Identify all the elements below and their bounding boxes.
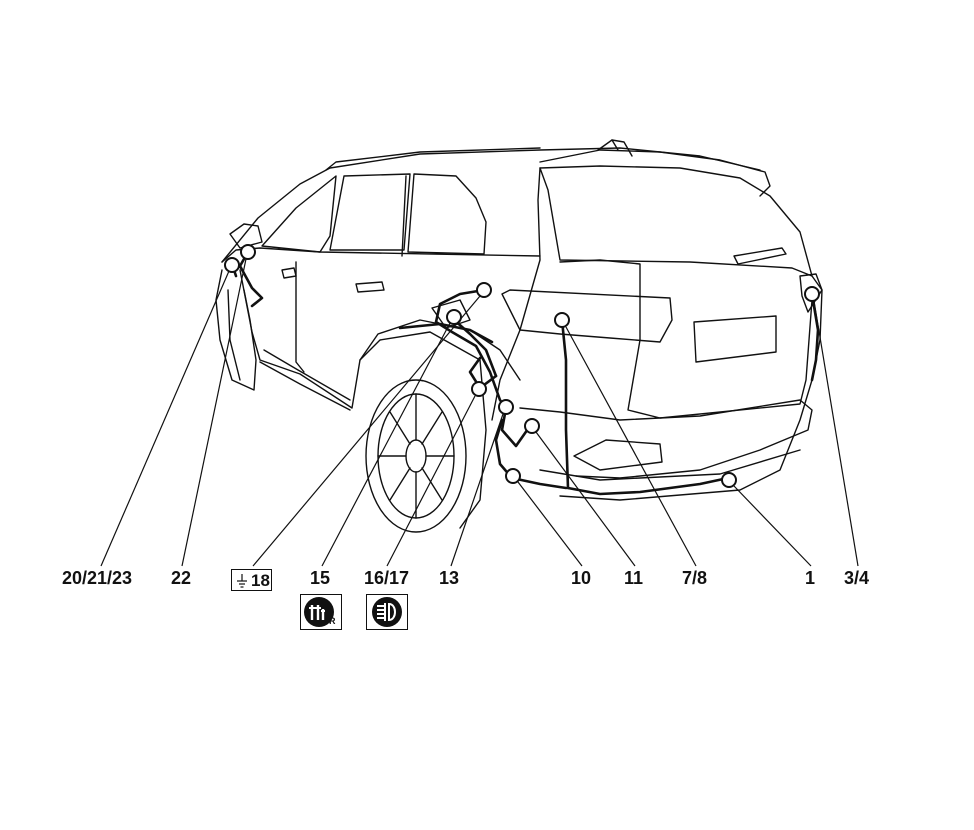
connector-marker-11 bbox=[524, 418, 540, 434]
label-15: 15 bbox=[310, 568, 331, 588]
leader-line-11 bbox=[535, 431, 636, 567]
connector-marker-13 bbox=[498, 399, 514, 415]
label-13: 13 bbox=[439, 568, 460, 588]
reverse-light-icon: R bbox=[300, 594, 342, 630]
leader-line-16-17 bbox=[386, 395, 476, 567]
leader-line-3-4 bbox=[813, 300, 859, 567]
label-1: 1 bbox=[805, 568, 816, 588]
reverse-light-subscript: R bbox=[329, 616, 336, 626]
connector-marker-15 bbox=[446, 309, 462, 325]
leader-line-7-8 bbox=[565, 326, 697, 567]
connector-marker-16-17 bbox=[471, 381, 487, 397]
leader-line-18 bbox=[252, 295, 481, 567]
connector-markers bbox=[224, 244, 820, 488]
label-11: 11 bbox=[624, 568, 644, 588]
connector-marker-10 bbox=[505, 468, 521, 484]
label-16-17: 16/17 bbox=[364, 568, 410, 588]
label-10: 10 bbox=[571, 568, 592, 588]
leader-line-1 bbox=[733, 485, 812, 567]
connector-marker-1 bbox=[721, 472, 737, 488]
connector-marker-20-21-23 bbox=[224, 257, 240, 273]
leader-line-10 bbox=[517, 481, 583, 567]
wiring-harness bbox=[230, 250, 820, 496]
label-22: 22 bbox=[171, 568, 192, 588]
leader-line-15 bbox=[321, 322, 451, 567]
ground-icon bbox=[237, 574, 247, 588]
label-20-21-23: 20/21/23 bbox=[62, 568, 133, 588]
leader-line-22 bbox=[181, 258, 247, 567]
connector-marker-18 bbox=[476, 282, 492, 298]
connector-marker-3-4 bbox=[804, 286, 820, 302]
label-7-8: 7/8 bbox=[682, 568, 708, 588]
label-18: 18 bbox=[251, 571, 270, 590]
label-3-4: 3/4 bbox=[844, 568, 870, 588]
leader-lines bbox=[100, 258, 859, 567]
rear-fog-light-icon bbox=[366, 594, 408, 630]
connector-marker-22 bbox=[240, 244, 256, 260]
leader-line-20-21-23 bbox=[100, 270, 230, 567]
leader-line-13 bbox=[450, 413, 504, 567]
connector-marker-7-8 bbox=[554, 312, 570, 328]
ground-point-18: 18 bbox=[231, 569, 272, 591]
